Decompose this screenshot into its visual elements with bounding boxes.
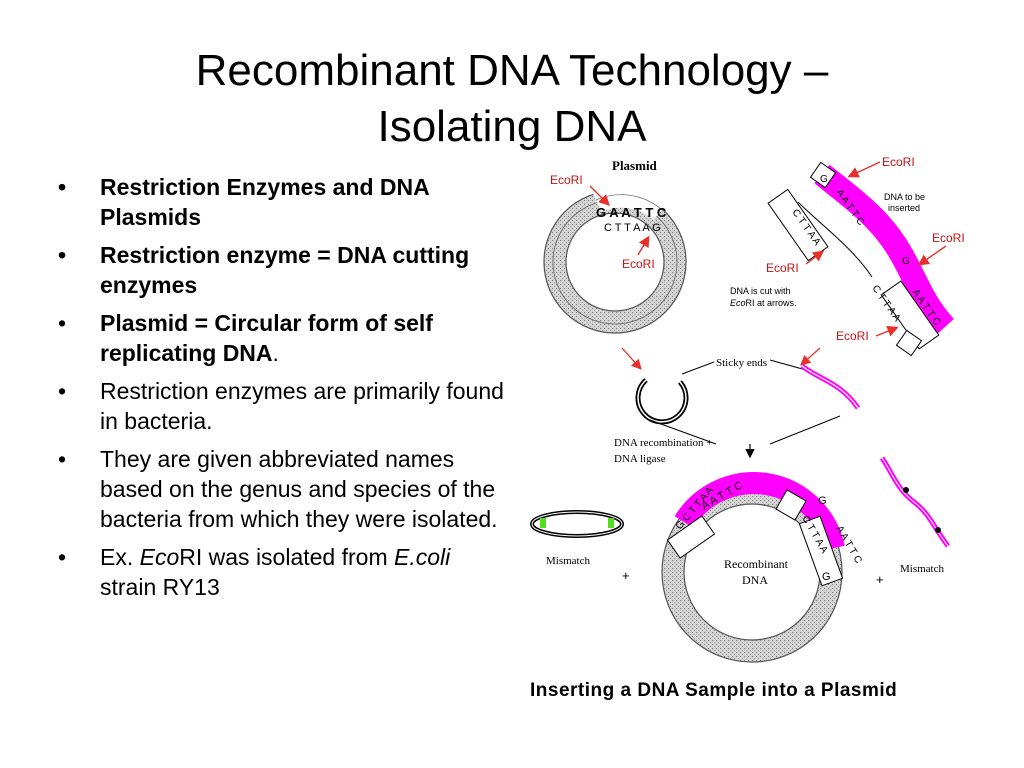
recomb-g-bottom: G (822, 571, 831, 583)
mismatch-plasmid-left (530, 510, 624, 538)
plus-left: + (622, 568, 630, 583)
bullet-text: Restriction enzyme = DNA cutting enzymes (100, 242, 470, 298)
bullet-text-post: strain RY13 (100, 574, 220, 600)
bullet-item: Restriction enzyme = DNA cutting enzymes (58, 240, 504, 300)
ecori-label: EcoRI (836, 329, 869, 343)
dna-cut-note-2: EcoRI at arrows. (730, 298, 797, 308)
title-line-2: Isolating DNA (377, 102, 647, 152)
mismatch-label-right: Mismatch (900, 563, 944, 575)
bullet-text: Restriction Enzymes and DNA Plasmids (100, 174, 429, 230)
dna-cut-note-1: DNA is cut with (730, 286, 791, 296)
dna-cut-note-rest: RI at arrows. (746, 298, 797, 308)
plasmid-insertion-diagram: Plasmid G A A T T C C T T A A G EcoRI Ec… (530, 155, 965, 701)
insert-left-g: G (820, 174, 828, 185)
ecori-label: EcoRI (882, 155, 915, 169)
ecori-label: EcoRI (550, 173, 583, 187)
dna-ligase-label: DNA ligase (614, 453, 666, 465)
recombinant-plasmid (661, 472, 845, 663)
plus-right: + (876, 572, 884, 587)
bullet-item: Ex. EcoRI was isolated from E.coli strai… (58, 542, 504, 602)
dna-recombination-label: DNA recombination + (614, 437, 712, 449)
dna-to-be-inserted-1: DNA to be (884, 192, 925, 202)
cut-insert (800, 363, 861, 410)
bullet-text-tail: . (272, 340, 279, 366)
bullet-text: Restriction enzymes are primarily found … (100, 378, 504, 434)
plasmid-site-top: G A A T T C (596, 205, 667, 220)
ecori-label: EcoRI (932, 231, 965, 245)
plasmid-site-bottom: C T T A A G (604, 222, 661, 234)
bullet-list: Restriction Enzymes and DNA Plasmids Res… (58, 172, 504, 610)
sticky-ends-label: Sticky ends (716, 357, 767, 369)
bullet-text: Plasmid = Circular form of self replicat… (100, 310, 433, 366)
ecori-label: EcoRI (622, 257, 655, 271)
bullet-text-pre: Ex. (100, 544, 140, 570)
recombinant-label-2: DNA (742, 573, 768, 587)
dna-to-be-inserted-2: inserted (888, 203, 920, 213)
ecori-label: EcoRI (766, 261, 799, 275)
bullet-text-ital: Eco (139, 544, 180, 570)
slide-title: Recombinant DNA Technology – Isolating D… (0, 43, 1024, 155)
diagram-caption: Inserting a DNA Sample into a Plasmid (530, 680, 897, 701)
plasmid-label: Plasmid (612, 158, 658, 173)
recomb-g-top: G (818, 495, 827, 507)
bullet-item: They are given abbreviated names based o… (58, 444, 504, 534)
mismatch-insert-right (879, 456, 950, 548)
insert-right-g: G (902, 256, 910, 267)
bullet-text-ital2: E.coli (394, 544, 451, 570)
title-line-1: Recombinant DNA Technology – (195, 46, 829, 96)
caption-bold: Inserting a DNA Sample (530, 680, 756, 701)
insert-dna-fragment (767, 161, 955, 357)
bullet-item: Restriction Enzymes and DNA Plasmids (58, 172, 504, 232)
bullet-item: Plasmid = Circular form of self replicat… (58, 308, 504, 368)
bullet-item: Restriction enzymes are primarily found … (58, 376, 504, 436)
bullet-text-mid: RI was isolated from (179, 544, 395, 570)
mismatch-label-left: Mismatch (546, 555, 590, 567)
dna-cut-note-ital: Eco (730, 298, 746, 308)
cut-plasmid (635, 378, 689, 425)
bullet-text: They are given abbreviated names based o… (100, 446, 498, 532)
recombinant-label-1: Recombinant (724, 557, 789, 571)
caption-rest: into a Plasmid (756, 680, 898, 701)
